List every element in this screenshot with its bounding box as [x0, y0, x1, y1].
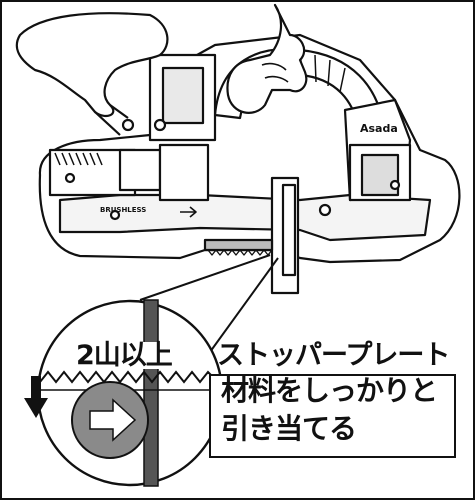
leader-line-2	[139, 254, 271, 301]
instruction-callout	[209, 374, 456, 458]
brand-text: Asada	[360, 122, 398, 135]
hands-illustration	[15, 3, 308, 136]
band-saw-illustration: Asada BRUSHLESS	[38, 33, 461, 295]
detail-magnifier	[24, 299, 224, 487]
stopper-plate-label: ストッパープレート	[217, 340, 450, 371]
mountains-label: 2山以上	[74, 340, 174, 371]
down-arrow-icon	[24, 376, 48, 418]
saw-blade-teeth	[39, 370, 215, 384]
model-text: BRUSHLESS	[100, 206, 146, 214]
instruction-line-2: 引き当てる	[221, 412, 357, 445]
leader-line	[209, 257, 279, 353]
instruction-line-1: 材料をしっかりと	[221, 374, 438, 407]
stopper-plate-bar	[143, 299, 159, 487]
right-arrow-icon	[71, 381, 149, 459]
